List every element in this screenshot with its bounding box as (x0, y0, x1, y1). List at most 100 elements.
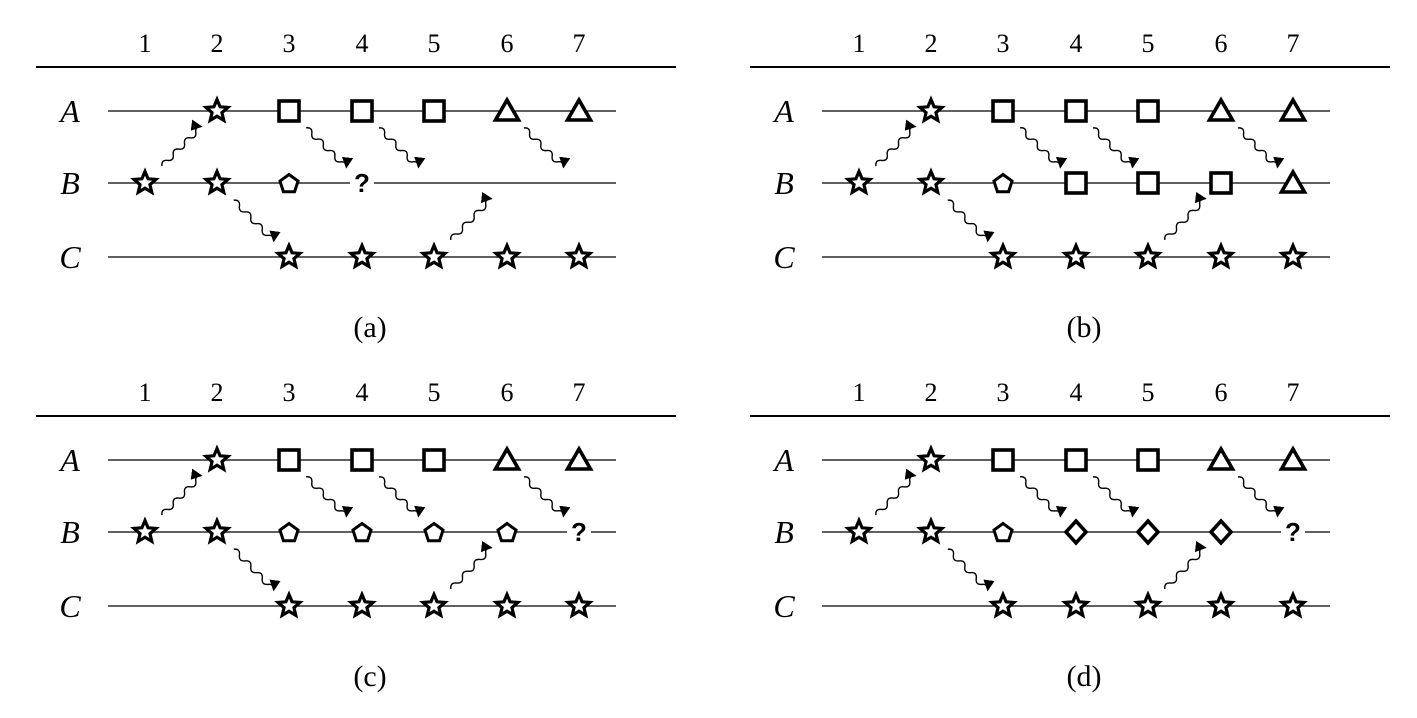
process-label: A (772, 442, 794, 478)
message-arrow (233, 548, 281, 592)
square-icon (1136, 448, 1160, 472)
star-icon (1061, 241, 1091, 270)
column-number: 6 (501, 378, 514, 407)
message-arrow (1237, 476, 1285, 518)
process-label: A (58, 93, 80, 129)
pentagon-icon (423, 521, 445, 543)
pentagon-icon (351, 521, 373, 543)
panel-caption: (b) (1067, 311, 1102, 344)
message-arrow (1092, 476, 1140, 518)
pentagon-icon (992, 521, 1014, 543)
star-icon (419, 241, 449, 270)
pentagon-icon (992, 172, 1014, 194)
unknown-backdrop (350, 168, 374, 198)
panel-caption: (d) (1067, 660, 1102, 693)
star-icon (564, 241, 594, 270)
star-icon (419, 590, 449, 619)
pentagon-icon (278, 521, 300, 543)
message-arrow (947, 199, 995, 243)
square-icon (991, 99, 1015, 123)
message-arrow (305, 476, 354, 518)
triangle-icon (492, 445, 522, 471)
star-icon (564, 590, 594, 619)
triangle-icon (1206, 445, 1236, 471)
square-icon (1136, 99, 1160, 123)
message-arrow (1237, 127, 1285, 169)
message-arrow (378, 476, 426, 518)
message-arrow (1019, 476, 1068, 518)
column-number: 5 (1142, 29, 1155, 58)
diamond-icon (1208, 518, 1234, 546)
star-icon (988, 241, 1018, 270)
diamond-icon (1063, 518, 1089, 546)
star-icon (1206, 241, 1236, 270)
diamond-icon (1135, 518, 1161, 546)
message-arrow (875, 119, 917, 167)
message-arrow (1164, 192, 1207, 240)
square-icon (422, 448, 446, 472)
star-icon (130, 516, 160, 545)
column-number: 7 (1287, 29, 1300, 58)
star-icon (844, 167, 874, 196)
triangle-icon (564, 445, 594, 471)
star-icon (916, 444, 946, 473)
column-number: 7 (573, 29, 586, 58)
triangle-icon (1278, 168, 1308, 194)
message-arrow (233, 199, 281, 243)
triangle-icon (564, 96, 594, 122)
pentagon-icon (278, 172, 300, 194)
process-label: C (773, 588, 795, 624)
message-arrow (875, 468, 917, 516)
square-icon (422, 99, 446, 123)
square-icon (1064, 99, 1088, 123)
column-number: 7 (1287, 378, 1300, 407)
message-arrow (450, 541, 493, 589)
process-label: A (58, 442, 80, 478)
star-icon (1278, 590, 1308, 619)
star-icon (1061, 590, 1091, 619)
column-number: 3 (283, 29, 296, 58)
column-number: 1 (853, 378, 866, 407)
column-number: 7 (573, 378, 586, 407)
square-icon (277, 448, 301, 472)
column-number: 1 (853, 29, 866, 58)
process-label: B (60, 514, 80, 550)
star-icon (202, 167, 232, 196)
unknown-backdrop (1281, 517, 1305, 547)
star-icon (1278, 241, 1308, 270)
triangle-icon (1206, 96, 1236, 122)
message-arrow (1164, 541, 1207, 589)
column-number: 5 (428, 29, 441, 58)
column-number: 2 (211, 378, 224, 407)
column-number: 6 (1215, 29, 1228, 58)
star-icon (347, 241, 377, 270)
star-icon (916, 95, 946, 124)
square-icon (991, 448, 1015, 472)
process-label: C (773, 239, 795, 275)
column-number: 5 (1142, 378, 1155, 407)
message-arrow (161, 468, 203, 516)
process-label: A (772, 93, 794, 129)
star-icon (988, 590, 1018, 619)
star-icon (492, 590, 522, 619)
message-arrow (305, 127, 354, 169)
square-icon (1064, 448, 1088, 472)
unknown-state-label: ? (1285, 517, 1301, 547)
triangle-icon (1278, 445, 1308, 471)
column-number: 4 (1070, 378, 1083, 407)
star-icon (1206, 590, 1236, 619)
column-number: 6 (1215, 378, 1228, 407)
message-arrow (378, 127, 426, 169)
column-number: 4 (1070, 29, 1083, 58)
message-arrow (161, 119, 203, 167)
process-label: C (59, 588, 81, 624)
star-icon (916, 516, 946, 545)
square-icon (1136, 171, 1160, 195)
column-number: 3 (997, 29, 1010, 58)
column-number: 6 (501, 29, 514, 58)
column-number: 1 (139, 29, 152, 58)
column-number: 4 (356, 29, 369, 58)
